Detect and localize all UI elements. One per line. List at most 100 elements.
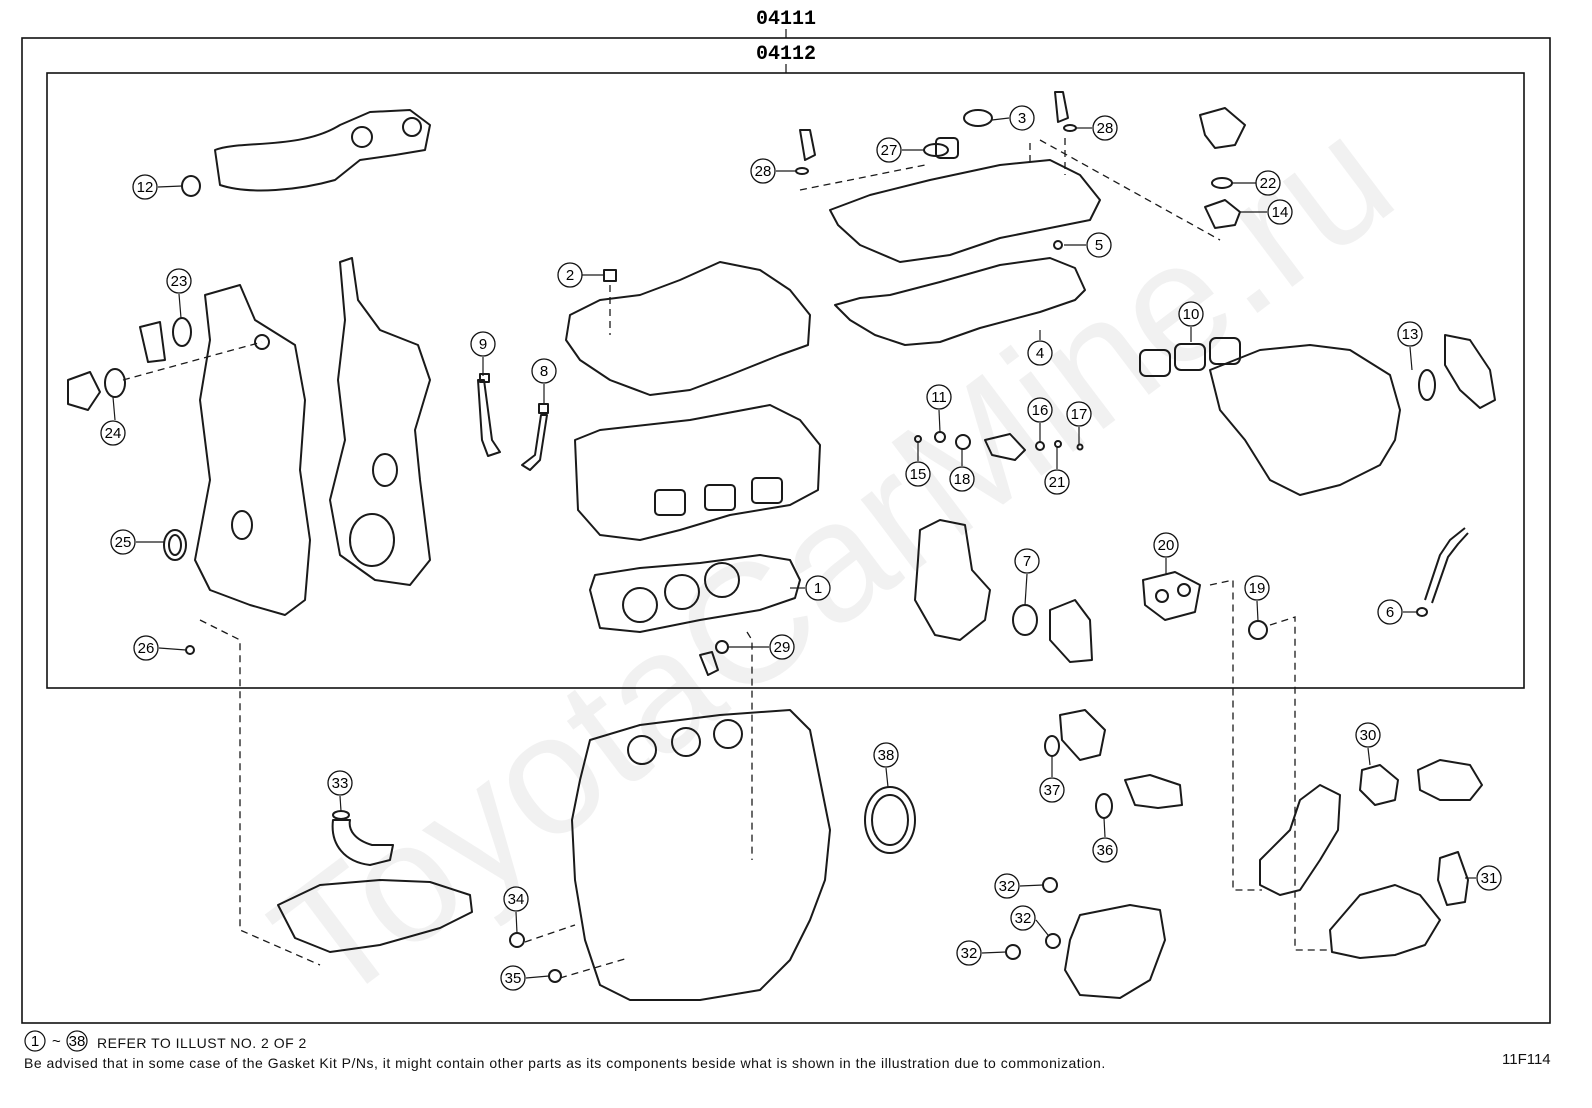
callout-number: 3 bbox=[1018, 110, 1026, 127]
valve-cover-gasket bbox=[834, 257, 1086, 346]
callout-circle bbox=[1027, 397, 1053, 423]
callout-circle bbox=[905, 461, 931, 487]
callout-31: 31 bbox=[1476, 865, 1502, 891]
callout-number: 37 bbox=[1044, 782, 1061, 799]
callout-number: 8 bbox=[540, 363, 548, 380]
callout-38: 38 bbox=[873, 742, 899, 768]
callout-number: 16 bbox=[1032, 402, 1049, 419]
inner-kit-code: 04112 bbox=[756, 43, 816, 66]
callout-number: 19 bbox=[1249, 580, 1266, 597]
intake-manifold bbox=[1209, 334, 1496, 496]
callout-17: 17 bbox=[1066, 401, 1092, 427]
callout-number: 29 bbox=[774, 639, 791, 656]
callout-number: 27 bbox=[881, 142, 898, 159]
callout-circle bbox=[1255, 170, 1281, 196]
callout-21: 21 bbox=[1044, 469, 1070, 495]
note-range-glyphs: 1 ~ 38 bbox=[24, 1030, 88, 1052]
callout-number: 32 bbox=[961, 945, 978, 962]
callout-circle bbox=[133, 635, 159, 661]
callout-33: 33 bbox=[327, 770, 353, 796]
callout-number: 2 bbox=[566, 267, 574, 284]
callout-number: 17 bbox=[1071, 406, 1088, 423]
callout-number: 20 bbox=[1158, 537, 1175, 554]
note-range-start: 1 bbox=[31, 1033, 39, 1050]
callout-circle bbox=[1027, 340, 1053, 366]
callout-circle bbox=[166, 268, 192, 294]
oil-pan bbox=[277, 879, 473, 953]
callout-number: 1 bbox=[814, 580, 822, 597]
callout-circle bbox=[470, 331, 496, 357]
callout-35: 35 bbox=[500, 965, 526, 991]
callout-circle bbox=[1476, 865, 1502, 891]
callout-number: 5 bbox=[1095, 237, 1103, 254]
callout-25: 25 bbox=[110, 529, 136, 555]
callout-circle bbox=[1244, 575, 1270, 601]
callout-circle bbox=[1039, 777, 1065, 803]
cylinder-block bbox=[571, 709, 831, 1001]
valve-cover bbox=[829, 159, 1101, 263]
callout-circle bbox=[805, 575, 831, 601]
callout-20: 20 bbox=[1153, 532, 1179, 558]
note-refer-illustration: REFER TO ILLUST NO. 2 OF 2 bbox=[97, 1035, 307, 1051]
callout-1: 1 bbox=[805, 575, 831, 601]
callout-circle bbox=[949, 466, 975, 492]
callout-number: 32 bbox=[1015, 910, 1032, 927]
dashed-relation-lines bbox=[122, 138, 1330, 979]
callout-number: 26 bbox=[138, 640, 155, 657]
callout-circle bbox=[500, 965, 526, 991]
throttle-bracket bbox=[1142, 571, 1201, 621]
callout-number: 24 bbox=[105, 425, 122, 442]
callout-circle bbox=[1092, 837, 1118, 863]
callout-12: 12 bbox=[132, 174, 158, 200]
callout-number: 36 bbox=[1097, 842, 1114, 859]
callout-15: 15 bbox=[905, 461, 931, 487]
callout-number: 11 bbox=[931, 389, 947, 406]
callout-8: 8 bbox=[531, 358, 557, 384]
callout-number: 6 bbox=[1386, 604, 1394, 621]
callout-4: 4 bbox=[1027, 340, 1053, 366]
callout-circle bbox=[1355, 722, 1381, 748]
callout-28: 28 bbox=[750, 158, 776, 184]
callout-number: 28 bbox=[755, 163, 772, 180]
callout-circle bbox=[1092, 115, 1118, 141]
dipstick-tube bbox=[1424, 527, 1469, 604]
callout-30: 30 bbox=[1355, 722, 1381, 748]
callout-circle bbox=[1014, 548, 1040, 574]
callout-circle bbox=[1009, 105, 1035, 131]
callout-circle bbox=[110, 529, 136, 555]
callout-circle bbox=[1153, 532, 1179, 558]
callout-number: 18 bbox=[954, 471, 971, 488]
callout-circle bbox=[1086, 232, 1112, 258]
callout-number: 34 bbox=[508, 891, 525, 908]
water-inlet-housing bbox=[914, 519, 1093, 663]
callout-28: 28 bbox=[1092, 115, 1118, 141]
callout-5: 5 bbox=[1086, 232, 1112, 258]
callout-36: 36 bbox=[1092, 837, 1118, 863]
callout-number: 12 bbox=[137, 179, 154, 196]
callout-circle bbox=[873, 742, 899, 768]
callout-32: 32 bbox=[956, 940, 982, 966]
callout-circle bbox=[1267, 199, 1293, 225]
callout-circle bbox=[876, 137, 902, 163]
callout-34: 34 bbox=[503, 886, 529, 912]
cylinder-head-cover bbox=[565, 261, 811, 396]
callout-37: 37 bbox=[1039, 777, 1065, 803]
callout-number: 25 bbox=[115, 534, 132, 551]
timing-chain-cover-gasket bbox=[329, 257, 431, 586]
callout-circle bbox=[750, 158, 776, 184]
callout-circle bbox=[100, 420, 126, 446]
callout-circle bbox=[926, 384, 952, 410]
callout-23: 23 bbox=[166, 268, 192, 294]
callout-number: 32 bbox=[999, 878, 1016, 895]
callout-circle bbox=[1397, 321, 1423, 347]
callout-circle bbox=[132, 174, 158, 200]
note-range-end: 38 bbox=[69, 1033, 86, 1050]
callout-circle bbox=[956, 940, 982, 966]
callout-27: 27 bbox=[876, 137, 902, 163]
callout-10: 10 bbox=[1178, 301, 1204, 327]
note-gasket-kit-disclaimer: Be advised that in some case of the Gask… bbox=[24, 1055, 1106, 1071]
callout-number: 13 bbox=[1402, 326, 1419, 343]
callout-number: 15 bbox=[910, 466, 927, 483]
